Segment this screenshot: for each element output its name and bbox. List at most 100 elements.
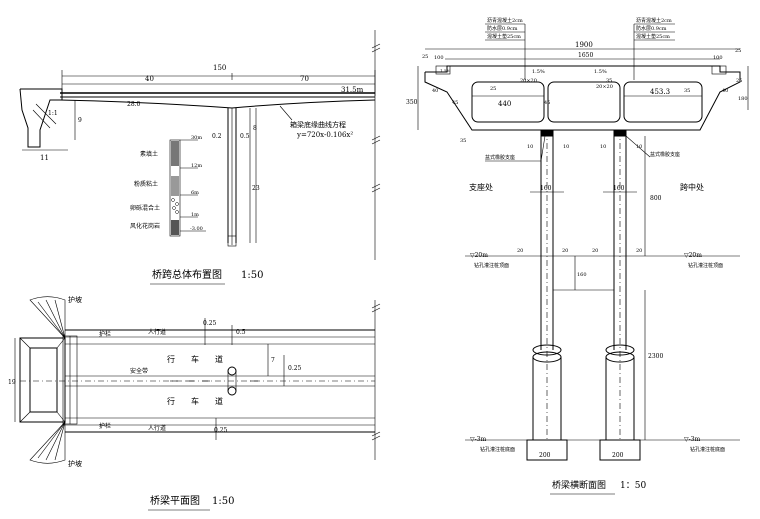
sec-rail-l: 1.5% [440,68,450,73]
sec-h2: 180 [738,96,748,102]
sec-haunch-r: 20×20 [596,84,613,90]
soil-elev-bottom: -3.00 [190,226,203,232]
label-walk-bottom: 人行道 [148,424,166,432]
pier-b2: 0.5 [240,133,250,140]
sec-e1-r: 25 [735,48,741,54]
sec-cant-l: 100 [434,55,444,61]
section-scale: 1：50 [620,481,646,491]
soil-elev-4: 1m [191,212,199,218]
sec-e7: 800 [650,195,662,202]
label-support: 支座处 [469,182,493,192]
pave-left-3: 混凝土垫25cm [487,33,521,40]
label-walk-top: 人行道 [148,328,166,336]
soil-name-3: 卵砾混合土 [130,204,160,212]
sec-h: 350 [406,99,418,106]
sec-e10-l: 200 [539,452,551,459]
sec-e3: 35 [460,138,466,144]
abut-height: 9 [78,117,82,124]
sec-top-slab: 25 [490,86,496,92]
plan-d3: 7 [271,357,275,364]
sec-e6b: 160 [613,185,625,192]
bearing-left: 盆式橡胶支座 [485,154,515,161]
plan-scale: 1:50 [212,496,234,507]
pile-top-l: 钻孔灌注桩顶面 [474,262,509,269]
sec-e11: 160 [577,272,587,278]
label-lane-bottom: 行 车 道 [167,396,223,406]
sec-right-cell: 453.3 [650,88,670,96]
abut-side: 1:1 [48,110,58,117]
plan-view: 19 护坡 护坡 护栏 人行道 行 车 道 安全带 行 车 道 护栏 人行道 0… [8,295,381,511]
plan-d5: 0.25 [214,427,228,434]
elev-top: 31.5m [341,86,364,94]
label-slope-top: 护坡 [68,295,82,304]
soil-name-2: 粉质粘土 [134,180,158,188]
sec-e5-r2: 10 [636,144,642,150]
sec-e1b: 25 [736,78,742,84]
elev-top-l: ▽20m [470,252,488,259]
label-slope-bottom: 护坡 [68,459,82,468]
sec-e6: 160 [540,185,552,192]
sec-left-cell: 440 [498,100,511,108]
sec-slope-r: 1.5% [594,69,607,75]
elevation-title: 桥跨总体布置图 [152,268,222,281]
pier-b1: 0.2 [212,133,222,140]
sec-cant-r: 100 [713,55,723,61]
sec-e1: 25 [422,54,428,60]
elev-low: 28.0 [127,101,141,108]
sec-inner: 1650 [578,52,593,59]
pile-bot-r: 钻孔灌注桩底面 [690,446,725,453]
abut-width: 11 [40,154,49,162]
pave-left-2: 防水层0.9cm [487,25,518,32]
pier-b3: 8 [253,125,257,132]
sec-e2: 40 [432,88,438,94]
plan-d2: 0.5 [236,329,246,336]
pile-top-r: 钻孔灌注桩顶面 [688,262,723,269]
pave-right-1: 沥青混凝土2cm [636,17,672,24]
elevation-scale: 1:50 [241,270,263,281]
dim-total: 150 [213,64,226,72]
pave-right-3: 混凝土垫25cm [636,33,670,40]
bearing-right: 盆式橡胶支座 [650,151,680,158]
section-title: 桥梁横断面图 [552,479,606,491]
dim-left-span: 40 [145,75,154,83]
pave-right-2: 防水层0.9cm [636,25,667,32]
sec-e10-r: 200 [612,452,624,459]
sec-e3b: 35 [606,78,612,84]
sec-e4: 35 [684,88,690,94]
section-view: 沥青混凝土2cm 防水层0.9cm 混凝土垫25cm 沥青混凝土2cm 防水层0… [406,17,749,495]
elev-bot-r: ▽-3m [684,436,700,443]
pave-left-1: 沥青混凝土2cm [487,17,523,24]
sec-total: 1900 [575,41,593,49]
elevation-view: 150 40 70 31.5m 28.0 1:1 11 9 0.2 0.5 8 … [19,30,381,285]
dim-right-span: 70 [300,75,309,83]
sec-web-l: 45 [452,100,458,106]
plan-d4: 0.25 [288,365,302,372]
soil-name-4: 风化花岗岩 [130,222,160,230]
pile-bot-l: 钻孔灌注桩底面 [480,446,515,453]
label-rail-bottom: 护栏 [99,422,111,430]
curve-equation: y=720x-0.106x² [296,131,353,139]
curve-label: 箱梁底缘曲线方程 [290,120,346,129]
sec-e5-r: 10 [563,144,569,150]
soil-name-1: 素填土 [140,150,158,158]
sec-e8-2: 20 [562,248,568,254]
sec-web-m: 45 [544,100,550,106]
plan-title: 桥梁平面图 [150,494,200,507]
sec-e8-1: 20 [517,248,523,254]
elev-top-r: ▽20m [684,252,702,259]
plan-width: 19 [8,379,16,386]
sec-e2b: 40 [722,88,728,94]
label-lane-top: 行 车 道 [167,354,223,364]
plan-d1: 0.25 [203,320,217,327]
sec-e8-3: 20 [592,248,598,254]
soil-elev-2: 12m [191,163,202,169]
sec-haunch-l: 20×20 [520,78,537,84]
sec-e8-4: 20 [636,248,642,254]
sec-e9: 2300 [648,353,663,360]
sec-slope-l: 1.5% [532,69,545,75]
soil-elev-1: 30m [191,135,202,141]
sec-e5-l2: 10 [600,144,606,150]
elev-bot-l: ▽-3m [470,436,486,443]
label-midspan: 跨中处 [680,182,704,192]
